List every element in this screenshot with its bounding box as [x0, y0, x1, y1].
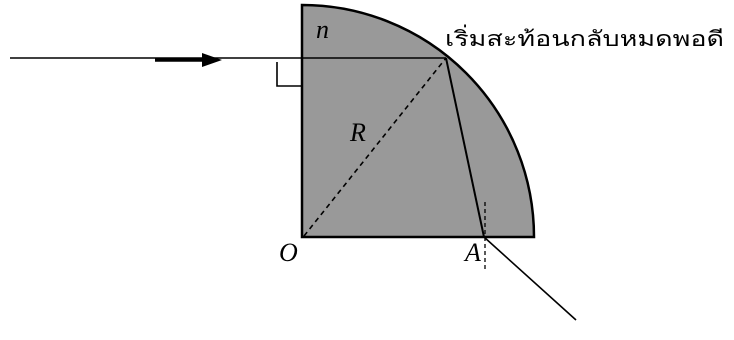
emergent-ray: [483, 236, 577, 321]
right-angle-marker: [276, 62, 302, 87]
total-internal-reflection-annotation: เริ่มสะท้อนกลับหมดพอดี: [445, 24, 724, 51]
reflected-ray: [445, 57, 485, 238]
quarter-circle-prism: [300, 3, 536, 239]
label-a: A: [463, 238, 481, 267]
label-o: O: [279, 238, 298, 267]
label-r: R: [349, 118, 366, 147]
label-n: n: [316, 15, 329, 44]
radius-dashed-line: [303, 57, 447, 237]
incident-ray-arrowhead: [202, 53, 222, 67]
